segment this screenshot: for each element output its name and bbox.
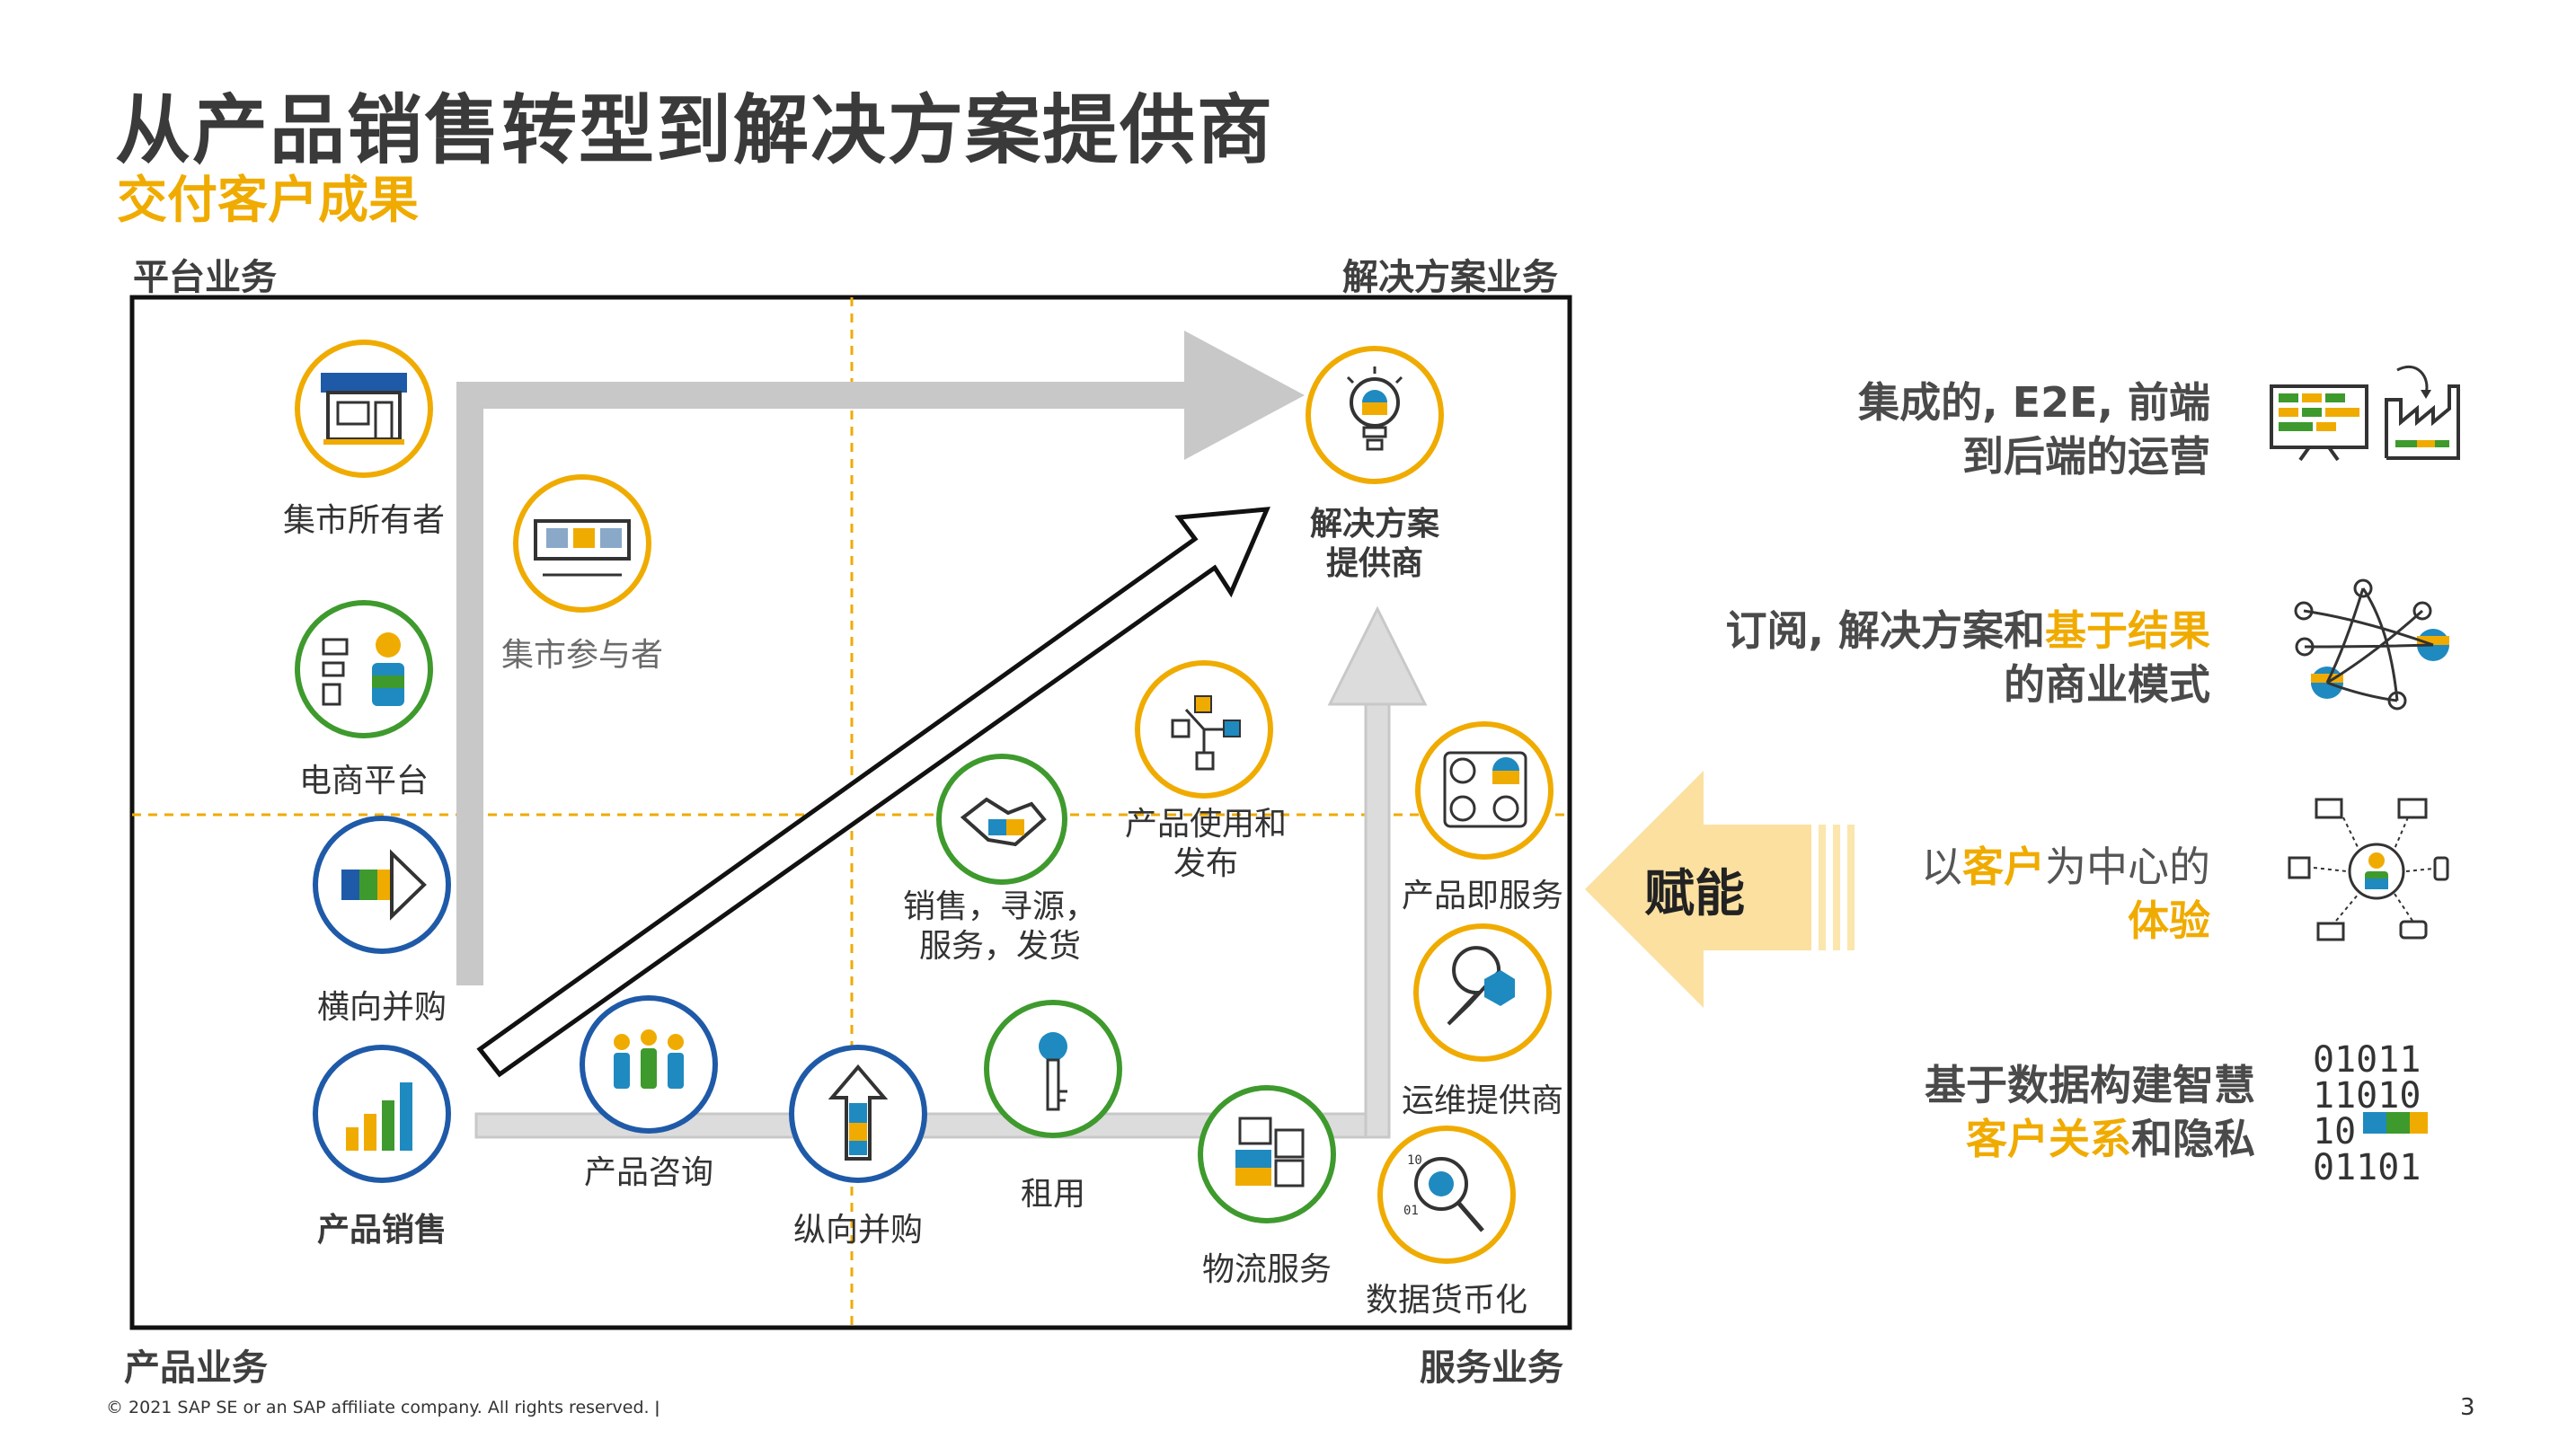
corner-service: 服务业务 [1420, 1347, 1563, 1389]
binary-text: 01011 11010 10 01101 [2313, 1042, 2421, 1186]
svg-text:10: 10 [1407, 1153, 1422, 1168]
label-market-participant: 集市参与者 [500, 637, 663, 674]
bar-chart-icon [313, 1045, 451, 1183]
platform-path-arrow [456, 331, 1305, 985]
boxes-icon [1198, 1085, 1336, 1223]
lightbulb-head-icon [1306, 346, 1444, 484]
binary-row-4: 01101 [2313, 1147, 2421, 1188]
label-sales-line1: 销售，寻源， [902, 888, 1097, 925]
label-product-as-service: 产品即服务 [1401, 878, 1563, 914]
right-item-cx-line2: 体验 [2128, 896, 2210, 945]
right-item-bm-highlight: 基于结果 [2045, 606, 2210, 655]
corner-solution: 解决方案业务 [1342, 257, 1558, 298]
label-market-owner: 集市所有者 [282, 502, 445, 539]
label-ecommerce: 电商平台 [298, 763, 429, 799]
svg-text:01: 01 [1403, 1204, 1419, 1218]
market-stalls-icon [513, 474, 651, 613]
label-product-usage-line1: 产品使用和 [1124, 806, 1287, 843]
binary-row-1: 01011 [2313, 1039, 2421, 1081]
right-item-cx-suffix: 为中心的 [2045, 843, 2210, 891]
label-sales-line2: 服务，发货 [918, 928, 1081, 965]
enable-label: 赋能 [1644, 865, 1745, 923]
page-number: 3 [2460, 1394, 2475, 1421]
right-item-customer-experience: 以客户为中心的 体验 [1707, 840, 2210, 948]
binary-row-2: 11010 [2313, 1075, 2421, 1117]
page-title: 从产品销售转型到解决方案提供商 [115, 86, 1275, 174]
network-nodes-icon [2294, 578, 2449, 711]
corner-product: 产品业务 [124, 1347, 268, 1389]
label-vertical-acquisition: 纵向并购 [792, 1212, 923, 1249]
label-solution-line2: 提供商 [1325, 545, 1423, 582]
network-cubes-icon [1135, 660, 1273, 799]
right-item-data-highlight: 客户关系 [1966, 1115, 2131, 1163]
corner-platform: 平台业务 [133, 257, 277, 298]
label-sales-sourcing: 销售，寻源， 服务，发货 [888, 887, 1112, 967]
label-rental: 租用 [1020, 1176, 1085, 1213]
diagonal-growth-arrow [476, 507, 1270, 1078]
binary-row-3: 10 [2313, 1111, 2357, 1152]
label-logistics: 物流服务 [1201, 1251, 1332, 1288]
right-item-data-line1: 基于数据构建智慧 [1925, 1061, 2255, 1109]
label-solution-provider: 解决方案 提供商 [1285, 505, 1465, 584]
right-item-data-suffix: 和隐私 [2131, 1115, 2255, 1163]
enable-arrow [1585, 771, 1855, 1008]
label-product-usage: 产品使用和 发布 [1098, 805, 1314, 884]
label-solution-line1: 解决方案 [1309, 506, 1439, 543]
merge-arrow-icon [313, 816, 451, 954]
right-item-operations-line1: 集成的, E2E, 前端 [1858, 378, 2210, 427]
label-data-monetization: 数据货币化 [1365, 1282, 1527, 1319]
data-magnifier-icon: 10 01 [1377, 1126, 1516, 1264]
monitor-factory-icon [2270, 365, 2460, 462]
label-horizontal-acquisition: 横向并购 [316, 989, 447, 1026]
right-item-bm-line2: 的商业模式 [2004, 660, 2210, 709]
right-item-data-privacy: 基于数据构建智慧 客户关系和隐私 [1707, 1058, 2255, 1166]
copyright-footer: © 2021 SAP SE or an SAP affiliate compan… [106, 1398, 660, 1417]
right-item-bm-text: 订阅, 解决方案和 [1725, 606, 2046, 655]
machine-service-icon [1415, 721, 1554, 860]
label-ops-provider: 运维提供商 [1401, 1082, 1563, 1119]
page-subtitle: 交付客户成果 [117, 172, 419, 230]
right-item-operations-line2: 到后端的运营 [1962, 432, 2210, 481]
label-product-usage-line2: 发布 [1173, 845, 1238, 882]
key-icon [984, 1000, 1122, 1138]
wrench-gear-icon [1413, 923, 1552, 1062]
ecommerce-person-icon [295, 600, 433, 738]
right-item-cx-highlight: 客户 [1962, 843, 2045, 891]
label-product-sales: 产品销售 [316, 1212, 447, 1249]
right-item-business-model: 订阅, 解决方案和基于结果 的商业模式 [1617, 604, 2211, 711]
up-arrow-icon [789, 1045, 927, 1183]
handshake-icon [936, 754, 1067, 885]
right-item-operations: 集成的, E2E, 前端 到后端的运营 [1707, 375, 2210, 483]
label-product-consulting: 产品咨询 [583, 1154, 713, 1191]
customer-hub-icon [2288, 798, 2449, 941]
storefront-icon [295, 340, 433, 478]
people-icon [580, 995, 718, 1134]
right-item-cx-prefix: 以 [1921, 843, 1962, 891]
binary-data-icon [2363, 1112, 2428, 1134]
